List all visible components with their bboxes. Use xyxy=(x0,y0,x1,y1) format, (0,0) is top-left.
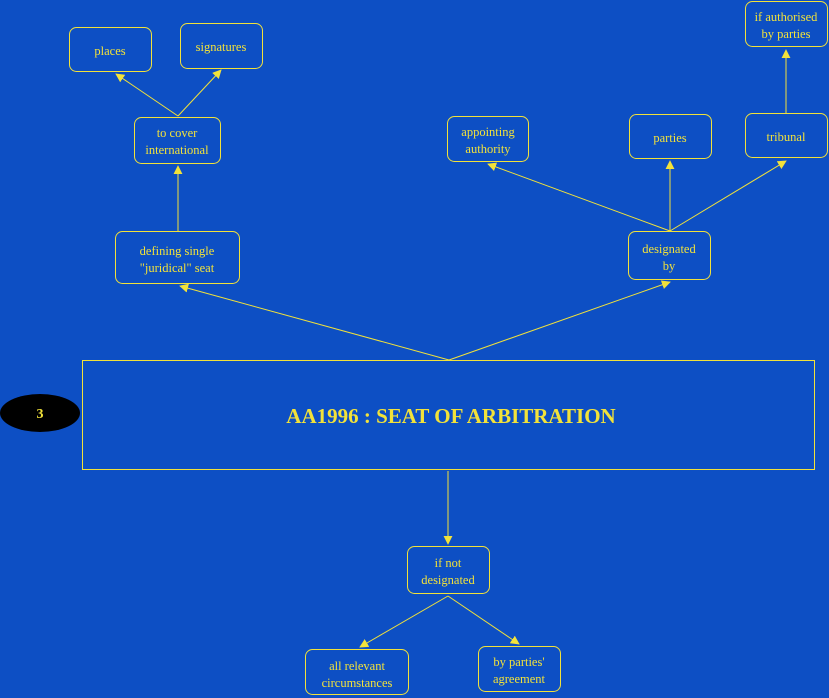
edge-main-to-designated xyxy=(448,280,671,361)
edge-if-not-to-by-parties xyxy=(447,595,520,645)
node-appointing-box xyxy=(447,116,529,162)
edge-designated-to-tribunal xyxy=(669,160,787,232)
node-tribunal-label: tribunal xyxy=(767,130,806,144)
number-badge xyxy=(0,394,80,432)
node-authorised-box xyxy=(745,1,828,47)
node-authorised-label-line-2: by parties xyxy=(762,27,811,41)
node-designated-label-line-2: by xyxy=(663,259,676,273)
node-if-not-label-line-1: if not xyxy=(435,556,462,570)
node-places-box xyxy=(69,27,152,72)
node-all-relevant-label-line-2: circumstances xyxy=(322,676,393,690)
node-all-relevant-label-line-1: all relevant xyxy=(329,659,385,673)
node-by-parties-box xyxy=(478,646,561,692)
node-defining-label-line-1: defining single xyxy=(140,244,215,258)
edge-cover-to-signatures xyxy=(177,69,222,117)
node-places-label: places xyxy=(94,44,125,58)
node-appointing-label-line-1: appointing xyxy=(461,125,515,139)
node-designated-box xyxy=(628,231,711,280)
connectors xyxy=(115,49,791,648)
node-defining-box xyxy=(115,231,240,284)
node-parties-box xyxy=(629,114,712,159)
node-tribunal-box xyxy=(745,113,828,158)
number-badge-label: 3 xyxy=(37,407,44,422)
node-to-cover-label-line-2: international xyxy=(145,143,209,157)
edge-designated-to-appointing xyxy=(487,162,671,232)
node-defining-label-line-2: "juridical" seat xyxy=(140,261,215,275)
node-if-not-label-line-2: designated xyxy=(421,573,475,587)
node-if-not-box xyxy=(407,546,490,594)
node-to-cover-label-line-1: to cover xyxy=(157,126,198,140)
node-signatures-label: signatures xyxy=(196,40,247,54)
node-by-parties-label-line-1: by parties' xyxy=(493,655,544,669)
main-topic-title: AA1996 : SEAT OF ARBITRATION xyxy=(286,404,615,428)
node-authorised-label-line-1: if authorised xyxy=(755,10,819,24)
node-to-cover-box xyxy=(134,117,221,164)
node-parties-label: parties xyxy=(653,131,686,145)
node-by-parties-label-line-2: agreement xyxy=(493,672,546,686)
edge-if-not-to-all-relevant xyxy=(359,595,449,648)
edge-cover-to-places xyxy=(115,73,179,117)
edge-main-to-defining xyxy=(179,283,450,361)
node-appointing-label-line-2: authority xyxy=(465,142,511,156)
node-all-relevant-box xyxy=(305,649,409,695)
node-designated-label-line-1: designated xyxy=(642,242,696,256)
node-signatures-box xyxy=(180,23,263,69)
main-topic-box xyxy=(82,360,815,470)
